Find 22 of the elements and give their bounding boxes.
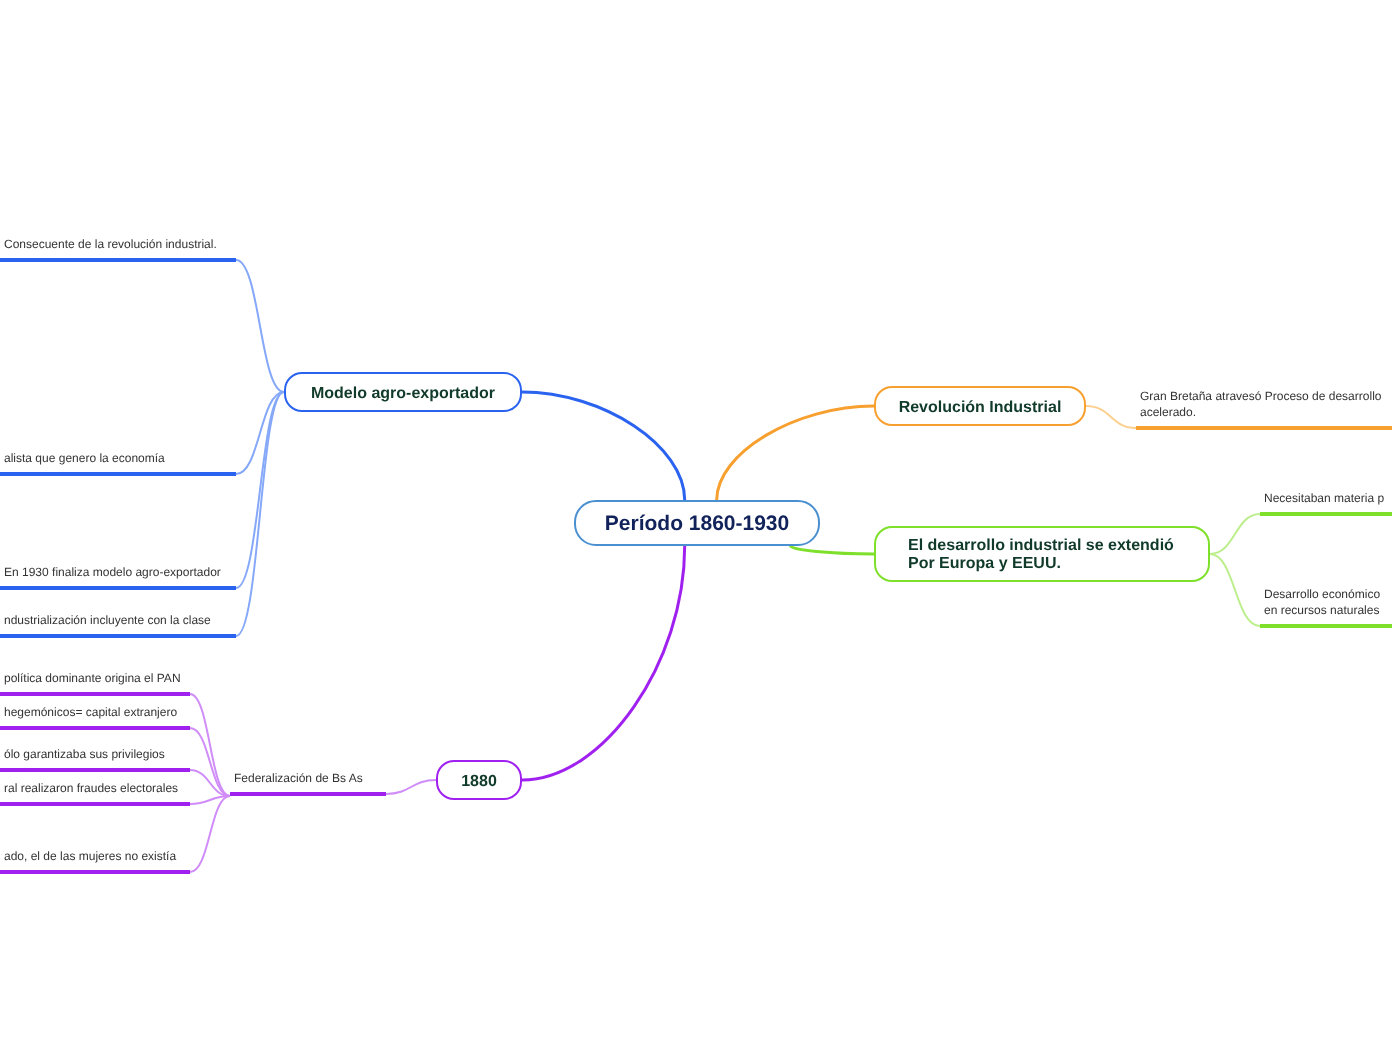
connector-line [521, 390, 687, 501]
central-topic-box: Período 1860-1930 [574, 500, 820, 546]
connector-line [189, 727, 231, 797]
connector-line [1085, 405, 1137, 429]
connector-line [1209, 553, 1261, 627]
topic-box: 1880 [436, 760, 522, 800]
connector-line [235, 391, 285, 475]
topic-box: El desarrollo industrial se extendió Por Europa y EEUU. [874, 526, 1210, 582]
connector-line [789, 544, 874, 556]
connector-line [189, 769, 231, 797]
connector-line [235, 259, 285, 393]
topic-box: Modelo agro-exportador [284, 372, 522, 412]
connector-line [715, 404, 875, 501]
connector-line [189, 795, 231, 873]
connector-line [1209, 513, 1261, 555]
connector-line [235, 391, 285, 589]
connector-line [189, 693, 231, 797]
connector-line [385, 779, 437, 795]
connector-line [521, 545, 687, 782]
connector-line [235, 391, 285, 637]
topic-box: Revolución Industrial [874, 386, 1086, 426]
connector-line [189, 795, 231, 805]
